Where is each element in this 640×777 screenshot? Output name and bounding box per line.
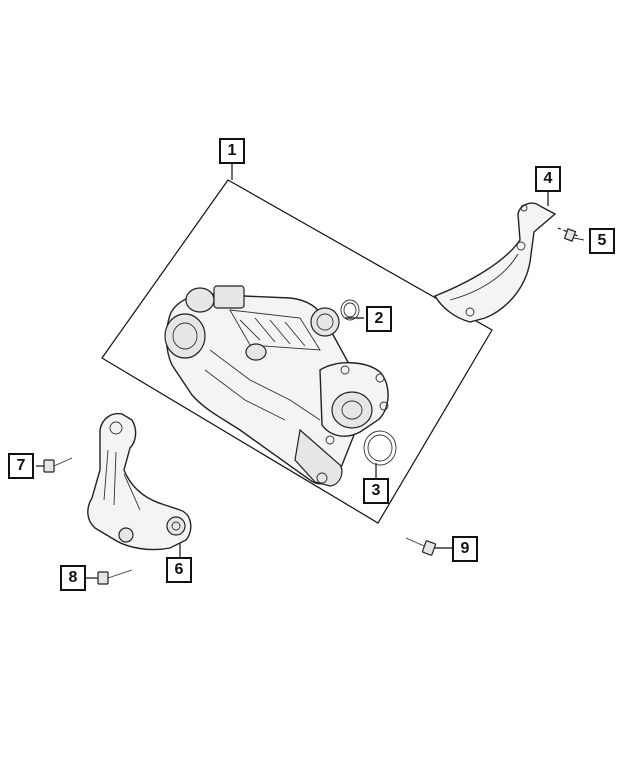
bracket-bolt-upper	[43, 457, 73, 473]
callout-8[interactable]: 8	[60, 565, 86, 591]
bracket-bolt-lower	[97, 569, 133, 585]
callout-1[interactable]: 1	[219, 138, 245, 164]
transfer-case-body	[164, 285, 389, 487]
callout-5[interactable]: 5	[589, 228, 615, 254]
callout-4[interactable]: 4	[535, 166, 561, 192]
snap-ring	[340, 299, 360, 321]
mounting-bracket	[87, 412, 192, 551]
callout-7[interactable]: 7	[8, 453, 34, 479]
heat-shield-bolt	[563, 228, 585, 242]
callout-3[interactable]: 3	[363, 478, 389, 504]
assembly-outline	[101, 179, 493, 524]
callout-6[interactable]: 6	[166, 557, 192, 583]
mount-bolt	[405, 537, 437, 556]
callout-9[interactable]: 9	[452, 536, 478, 562]
o-ring-seal	[363, 430, 397, 466]
callout-2[interactable]: 2	[366, 306, 392, 332]
heat-shield	[433, 202, 557, 323]
